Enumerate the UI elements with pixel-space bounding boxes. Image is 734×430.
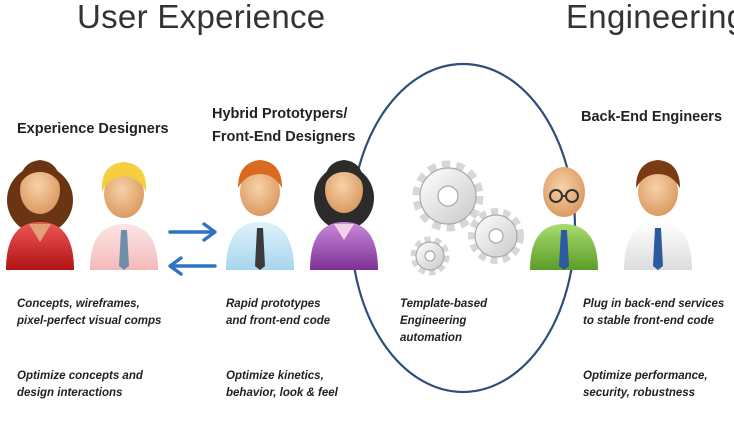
desc-line: automation [400, 332, 462, 344]
back-end-engineers-title: Back-End Engineers [581, 109, 723, 125]
bidirectional-arrows-icon [168, 222, 217, 276]
man-orange-hair-tie-icon [226, 160, 294, 270]
engineering-title: Engineering [566, 0, 734, 35]
desc-line: security, robustness [583, 387, 696, 399]
hybrid-prototypers-desc-2: Optimize kinetics, behavior, look & feel [226, 368, 338, 402]
man-brown-hair-tie-icon [624, 160, 692, 270]
experience-designers-title: Experience Designers [17, 121, 169, 137]
desc-line: design interactions [17, 387, 123, 399]
hybrid-prototypers-desc-1: Rapid prototypes and front-end code [226, 296, 330, 330]
automation-desc: Template-based Engineering automation [400, 296, 487, 347]
woman-purple-shirt-icon [310, 160, 378, 270]
bald-man-glasses-icon [530, 167, 598, 270]
desc-line: Plug in back-end services [583, 298, 725, 310]
desc-line: and front-end code [226, 315, 331, 327]
desc-line: Template-based [400, 298, 488, 310]
desc-line: Optimize performance, [583, 370, 708, 382]
hybrid-title-line-2: Front-End Designers [212, 129, 356, 145]
desc-line: to stable front-end code [583, 315, 714, 327]
gears-icon [410, 160, 524, 276]
woman-red-shirt-icon [6, 160, 74, 270]
desc-line: behavior, look & feel [226, 387, 338, 399]
man-blonde-tie-icon [90, 162, 158, 270]
experience-designers-desc-2: Optimize concepts and design interaction… [17, 368, 143, 402]
desc-line: pixel-perfect visual comps [17, 315, 162, 327]
user-experience-title: User Experience [77, 0, 326, 35]
desc-line: Optimize concepts and [17, 370, 143, 382]
back-end-engineers-desc-1: Plug in back-end services to stable fron… [583, 296, 724, 330]
desc-line: Engineering [400, 315, 467, 327]
hybrid-title-line-1: Hybrid Prototypers/ [212, 106, 348, 122]
back-end-engineers-desc-2: Optimize performance, security, robustne… [583, 368, 708, 402]
desc-line: Rapid prototypes [226, 298, 321, 310]
desc-line: Concepts, wireframes, [17, 298, 140, 310]
hybrid-prototypers-title: Hybrid Prototypers/ Front-End Designers [212, 103, 355, 149]
desc-line: Optimize kinetics, [226, 370, 324, 382]
experience-designers-desc-1: Concepts, wireframes, pixel-perfect visu… [17, 296, 161, 330]
